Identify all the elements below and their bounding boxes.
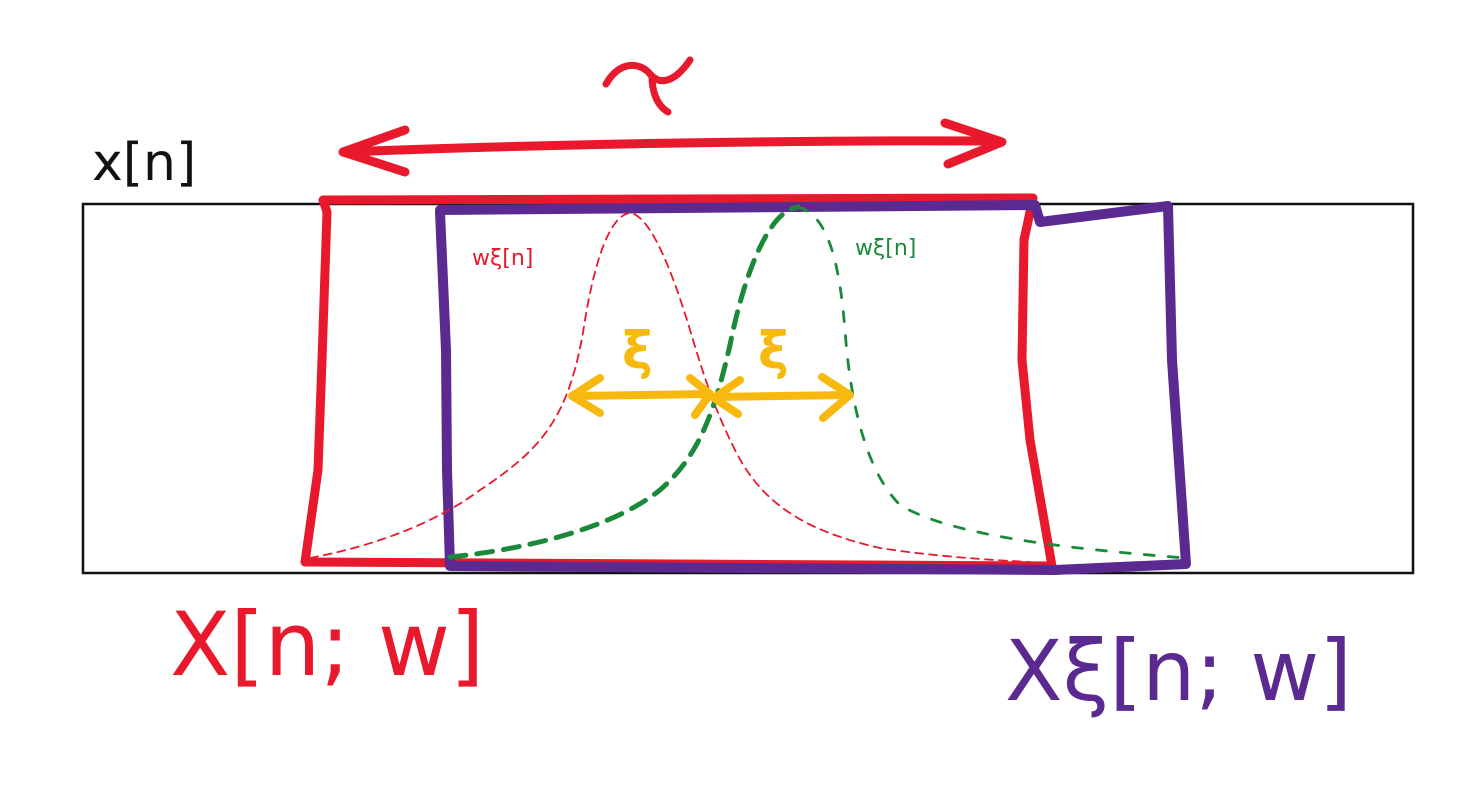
green-gaussian-window-tail xyxy=(796,205,1187,560)
xi-arrow-left xyxy=(568,374,714,419)
xi-arrow-right xyxy=(710,373,854,422)
signal-strip xyxy=(81,202,1415,575)
red-gaussian-window xyxy=(309,212,1031,563)
stft-shifted-label: Xξ[n; w] xyxy=(1005,622,1352,720)
purple-window-frame xyxy=(435,200,1191,575)
red-window-label: wξ[n] xyxy=(472,246,533,271)
tau-arrow xyxy=(338,118,1007,177)
green-window-label: wξ[n] xyxy=(855,236,916,261)
green-gaussian-window xyxy=(447,204,801,560)
signal-label: x[n] xyxy=(92,133,196,193)
xi-label-left: ξ xyxy=(622,321,653,381)
tau-symbol xyxy=(602,56,694,116)
stft-label: X[n; w] xyxy=(170,593,484,696)
red-window-frame xyxy=(300,193,1057,571)
xi-label-right: ξ xyxy=(758,321,789,381)
